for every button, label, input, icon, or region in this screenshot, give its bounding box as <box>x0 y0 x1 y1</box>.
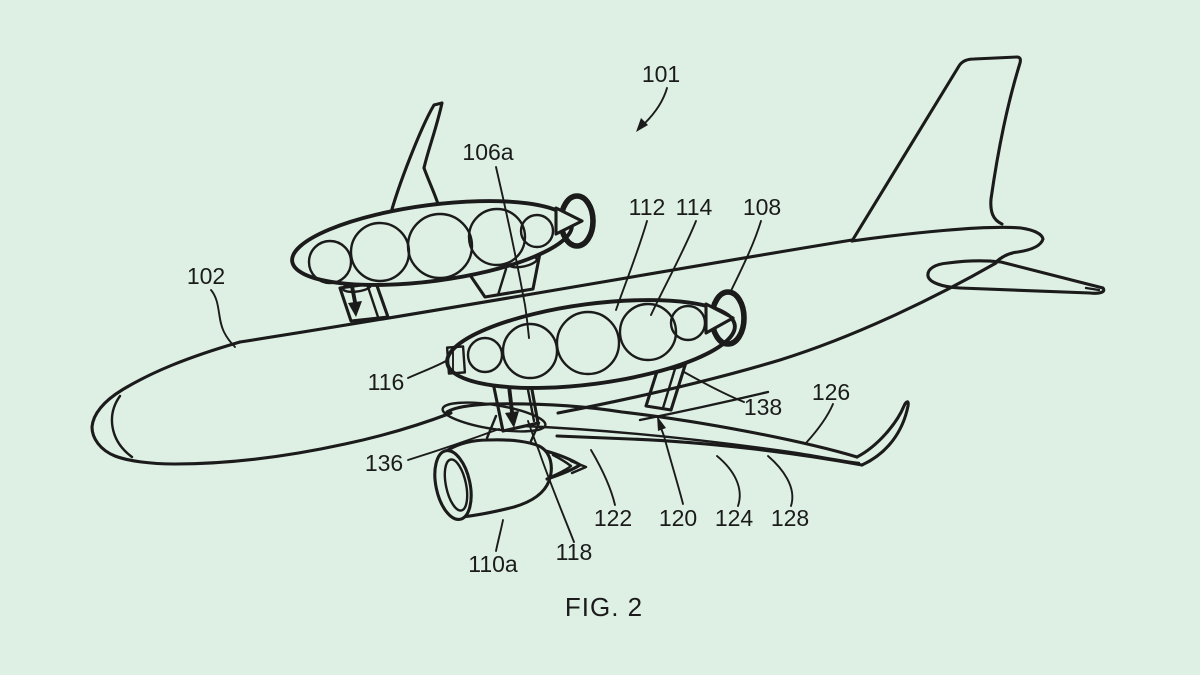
raked-wingtip <box>855 400 910 467</box>
stabilizer-tip-line <box>1084 286 1101 292</box>
exhaust-spike <box>569 459 588 475</box>
far-wing-winglet <box>387 101 444 222</box>
aircraft <box>90 55 1106 467</box>
engine-pylon-line-front <box>485 414 498 440</box>
fuselage-crown-line <box>238 238 854 344</box>
leader-101 <box>644 87 668 124</box>
leader-lines <box>210 87 834 552</box>
winglet-spike <box>387 101 444 222</box>
pod-nose-box <box>445 345 467 375</box>
engine-pylon-line-rear <box>529 421 541 443</box>
wing-mid-line <box>522 424 861 465</box>
leader-120 <box>660 427 684 505</box>
ref-label-138: 138 <box>744 394 782 420</box>
ref-label-118: 118 <box>556 539 593 565</box>
leader-118 <box>527 420 575 543</box>
far-pod-front-pylon <box>338 281 390 323</box>
far-tank-1 <box>307 239 353 285</box>
arrowhead-120-icon <box>657 416 666 431</box>
horizontal-stabilizer <box>926 259 1106 295</box>
near-tank-4 <box>618 302 678 362</box>
ref-label-101: 101 <box>642 61 680 87</box>
ref-label-102: 102 <box>187 263 225 289</box>
leader-126 <box>805 403 834 444</box>
vertical-stabilizer <box>850 55 1022 243</box>
leader-112 <box>615 220 648 311</box>
leader-136 <box>407 428 500 461</box>
near-fuel-pod-assembly <box>445 289 747 433</box>
figure-caption: FIG. 2 <box>565 592 643 622</box>
near-pod-tail-cone <box>704 302 735 335</box>
near-tank-3 <box>555 310 621 376</box>
exhaust-cone-inner <box>551 453 573 478</box>
far-tank-3 <box>406 212 474 280</box>
leader-138 <box>683 371 745 403</box>
turbofan-engine <box>433 414 588 521</box>
aft-belly-line <box>556 261 998 415</box>
leader-124 <box>716 455 741 507</box>
fuselage-nose-and-belly <box>90 340 453 466</box>
leader-128 <box>767 455 794 507</box>
ref-label-114: 114 <box>676 194 713 220</box>
leader-114 <box>650 220 697 316</box>
inlet-lip-outer <box>433 449 473 521</box>
nose-cone-line <box>110 394 134 459</box>
far-fuel-pod-assembly <box>290 193 596 323</box>
ref-label-136: 136 <box>365 450 403 476</box>
leader-122 <box>590 449 616 506</box>
ref-label-108: 108 <box>743 194 781 220</box>
wing-root-fairing-oval <box>441 401 547 433</box>
wing-leading-edge <box>445 402 859 459</box>
ref-label-110a: 110a <box>468 551 518 577</box>
far-pod-tail-cone <box>554 206 584 236</box>
leader-116 <box>407 360 447 379</box>
arrowhead-101-icon <box>636 118 648 132</box>
ref-label-124: 124 <box>715 505 754 531</box>
ref-label-112: 112 <box>629 194 666 220</box>
reference-labels: 101 102 106a 112 114 108 116 136 110a 11… <box>187 61 850 577</box>
near-pod-flow-arrow-down-icon <box>505 411 519 428</box>
leader-102 <box>210 289 236 348</box>
ref-label-126: 126 <box>812 379 850 405</box>
ref-label-122: 122 <box>594 505 632 531</box>
leader-110a <box>495 519 504 552</box>
far-tank-5 <box>519 213 555 249</box>
leader-108 <box>729 220 762 294</box>
leader-106a <box>495 166 530 339</box>
far-tank-4 <box>467 207 527 267</box>
far-pod-front-pylon-line <box>365 282 380 319</box>
ref-label-120: 120 <box>659 505 697 531</box>
far-pod-flow-arrow-down-icon <box>348 301 362 317</box>
inlet-lip-inner <box>443 458 469 512</box>
ref-label-116: 116 <box>368 369 405 395</box>
ref-label-128: 128 <box>771 505 809 531</box>
near-tank-1 <box>466 336 504 374</box>
far-pod-rear-pylon-line <box>496 267 508 297</box>
tail-cone <box>850 225 1045 265</box>
ref-label-106a: 106a <box>462 139 513 165</box>
